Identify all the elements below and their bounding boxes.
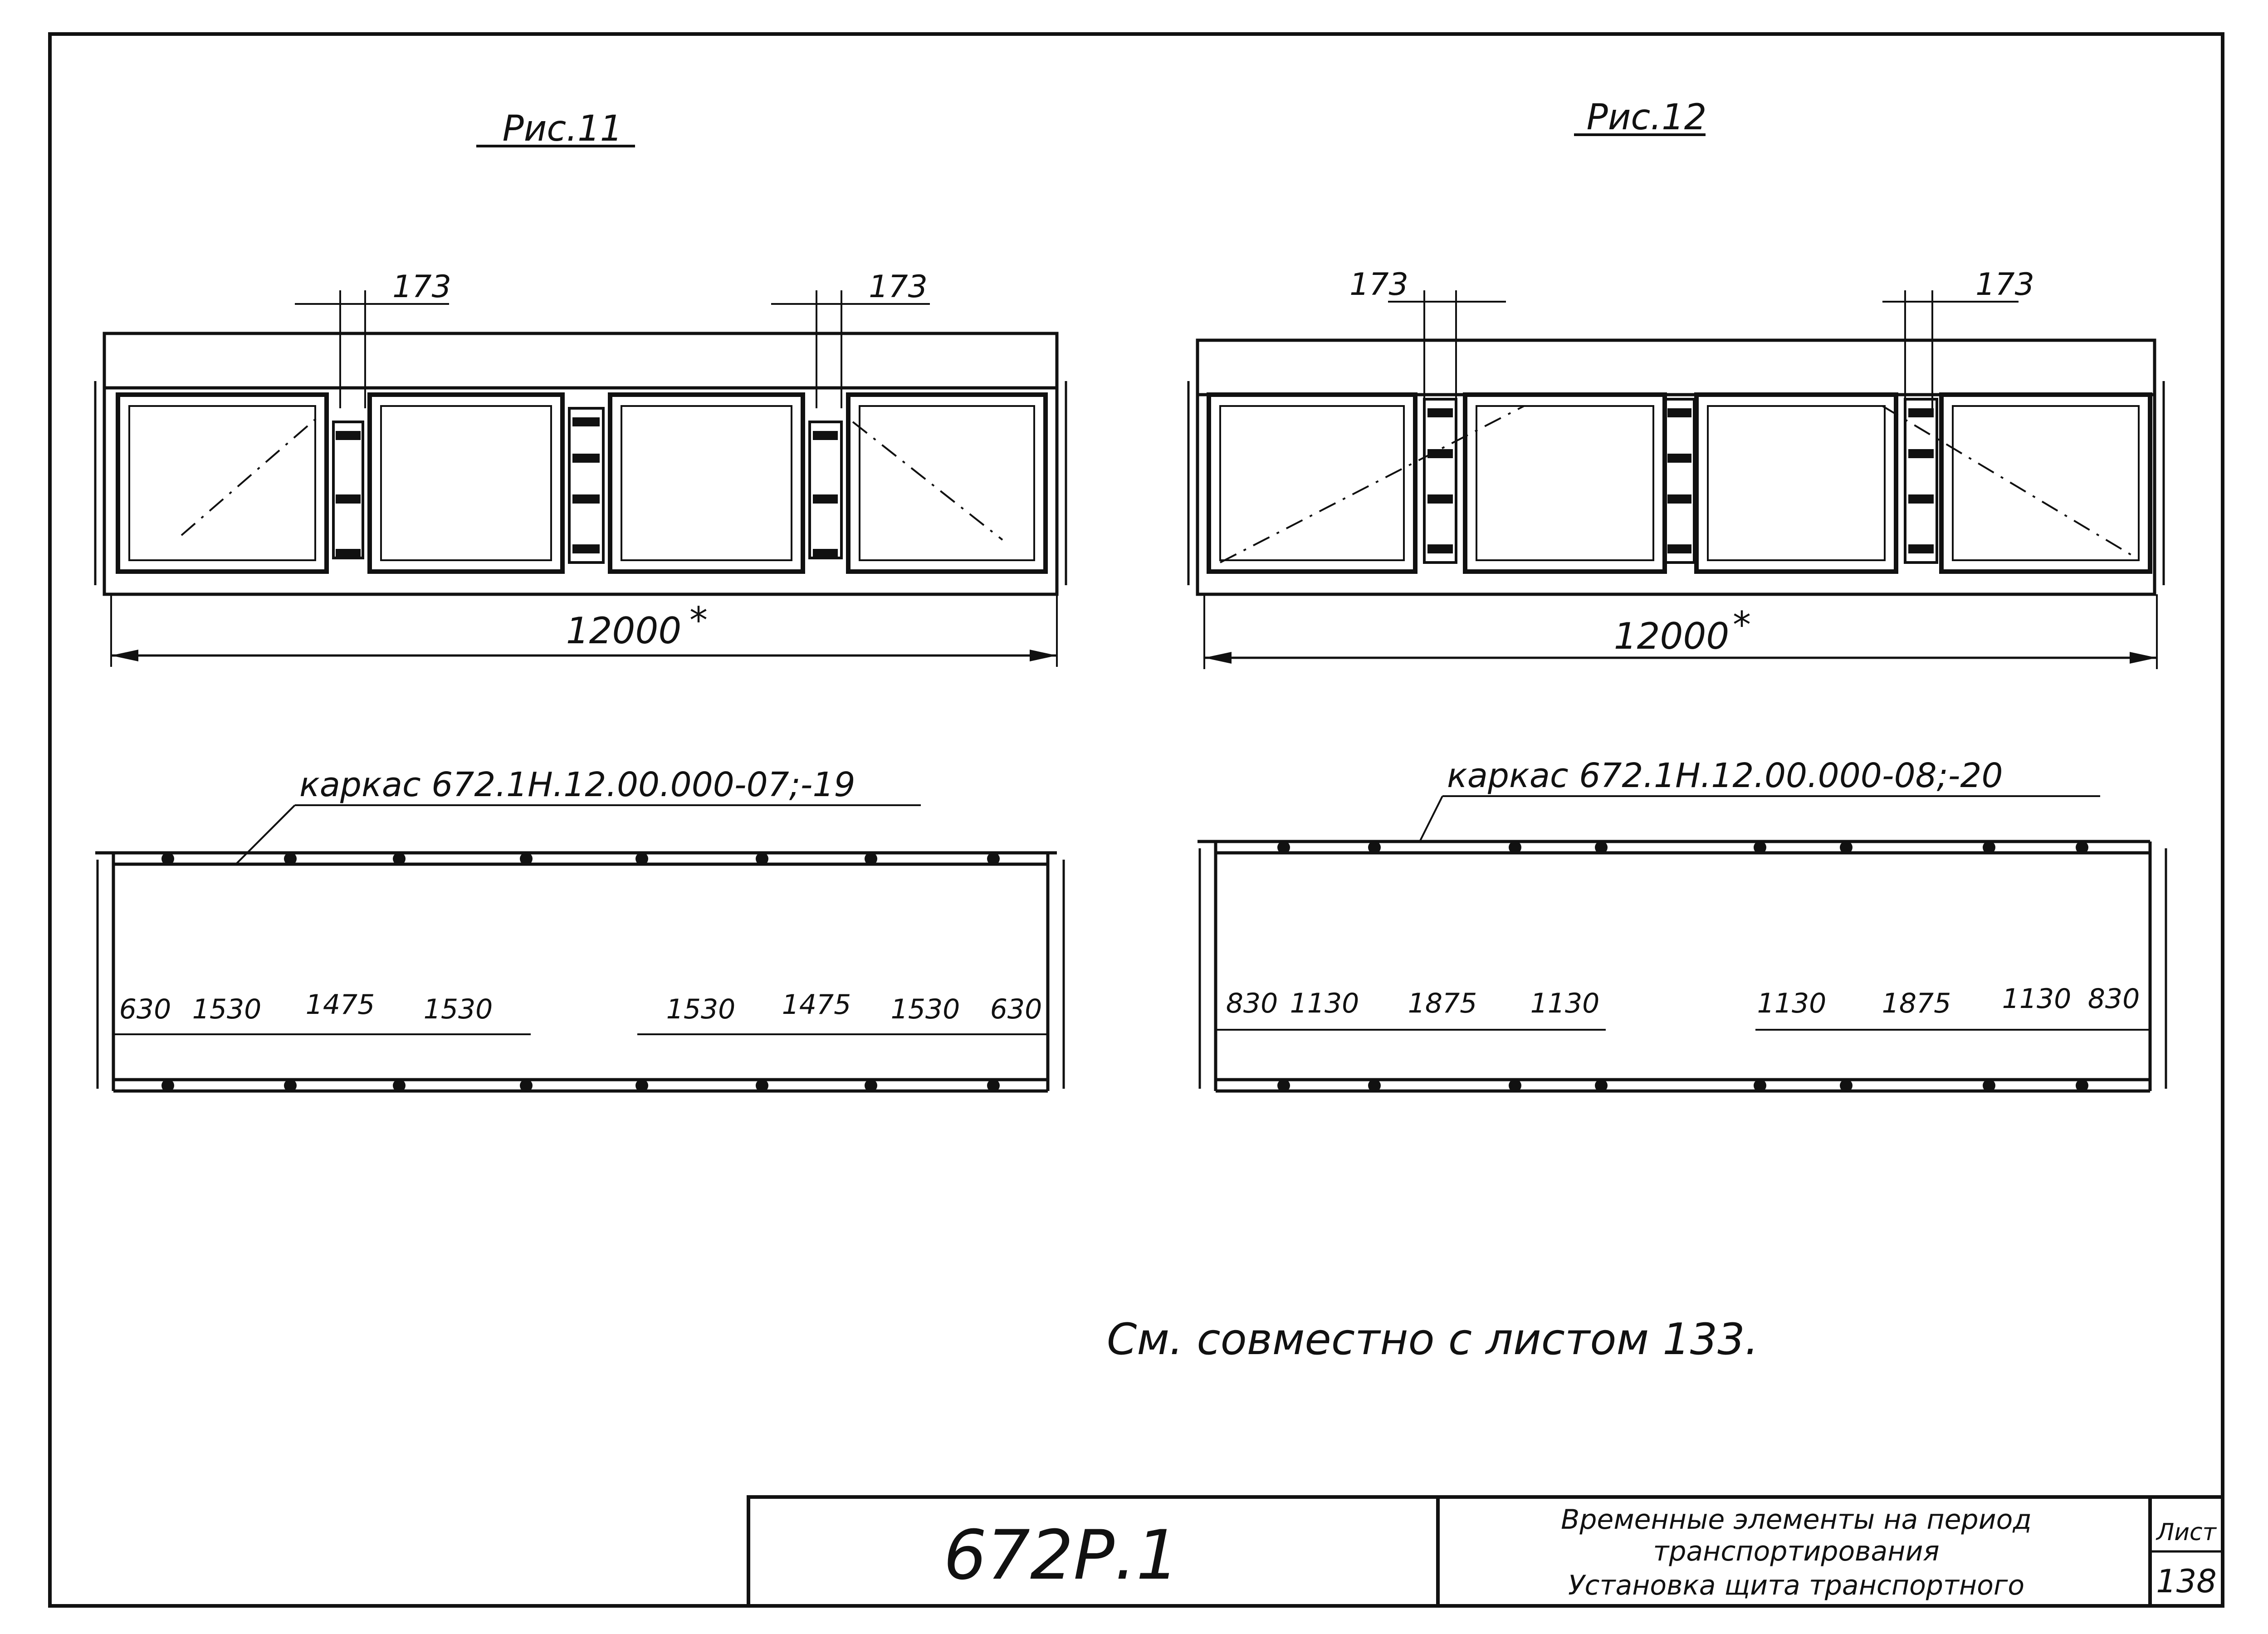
fig11-spacing-3: 1475 [306,989,375,1021]
fig11-length-mark: * [689,599,708,641]
fig11-dim-top-left: 173 [392,269,451,305]
fig11-spacing-4: 1530 [424,993,493,1025]
reference-note: См. совместно с листом 133. [1107,1315,1759,1365]
title-line-1: Временные элементы на период [1561,1504,2032,1536]
fig11-spacing-8: 630 [990,993,1042,1025]
title-block: 672Р.1 Временные элементы на период тран… [747,1495,2224,1608]
fig11-title: Рис.11 [503,108,623,149]
fig12-spacing-1: 830 [1226,988,1278,1019]
fig12-frame-label: каркас 672.1Н.12.00.000-08;-20 [1447,756,2003,795]
fig12-spacing-6: 1875 [1882,988,1951,1019]
figure-11: Рис.11 173 173 [94,108,1067,1093]
fig12-dim-top-left: 173 [1349,267,1408,303]
fig11-spacing-7: 1530 [891,993,960,1025]
fig11-dim-top-right: 173 [869,269,928,305]
fig12-length: 12000 [1614,615,1730,657]
fig12-title: Рис.12 [1587,97,1707,138]
fig11-length: 12000 [566,610,682,652]
fig12-spacing-7: 1130 [2002,983,2072,1015]
fig12-length-mark: * [1733,604,1751,646]
fig11-spacing-5: 1530 [666,993,736,1025]
title-line-2: транспортирования [1653,1536,1939,1567]
sheet-border [48,32,2224,1608]
fig11-spacing-2: 1530 [192,993,262,1025]
figure-12: Рис.12 173 173 [1187,97,2167,1093]
sheet-label: Лист [2156,1519,2217,1546]
fig11-spacing-1: 630 [119,993,171,1025]
sheet-number: 138 [2156,1563,2217,1600]
title-line-3: Установка щита транспортного [1568,1570,2024,1601]
fig12-spacing-8: 830 [2088,983,2140,1015]
fig12-spacing-3: 1875 [1408,988,1477,1019]
fig11-frame-label: каркас 672.1Н.12.00.000-07;-19 [299,765,855,804]
fig12-dim-top-right: 173 [1975,267,2034,303]
fig12-spacing-4: 1130 [1530,988,1600,1019]
fig11-spacing-6: 1475 [782,989,851,1021]
fig12-spacing-2: 1130 [1290,988,1359,1019]
fig12-spacing-5: 1130 [1757,988,1827,1019]
document-code: 672Р.1 [943,1516,1179,1595]
